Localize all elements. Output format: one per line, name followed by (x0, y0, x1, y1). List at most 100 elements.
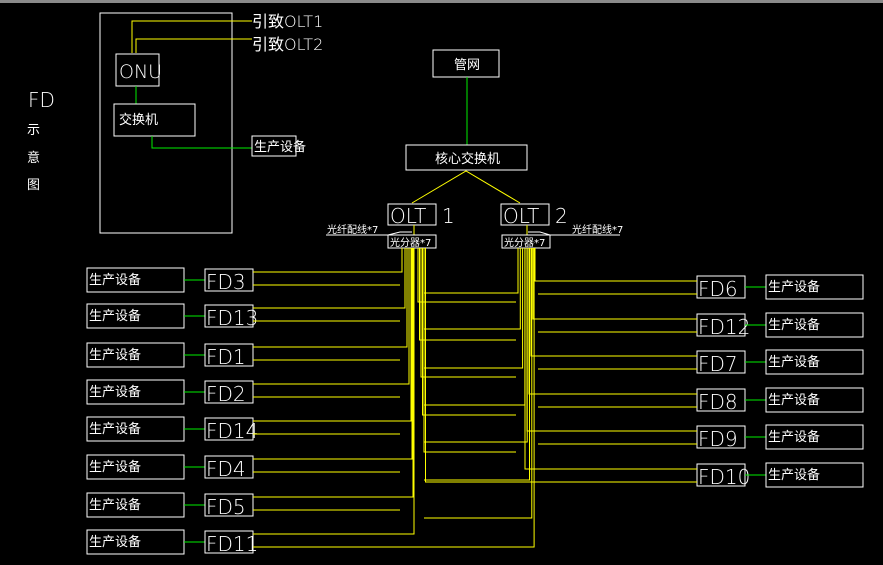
right-fd-label-3: FD8 (698, 390, 738, 414)
right-fiber-olt1-b-2 (420, 248, 516, 378)
right-device-box-5[interactable] (765, 462, 864, 488)
left-fiber-olt2-b-3 (424, 248, 526, 406)
left-fiber-olt2-b-2 (424, 248, 524, 369)
left-fiber-olt2-b-1 (424, 248, 521, 330)
left-device-label-7: 生产设备 (89, 534, 141, 550)
right-device-box-2[interactable] (765, 349, 864, 375)
fiber1-label: 光纤配线*7 (327, 223, 378, 236)
onu-box[interactable] (115, 53, 160, 87)
core-olt-links (411, 170, 521, 204)
switch-device-link (151, 136, 252, 149)
left-fiber-olt1-0 (253, 248, 403, 273)
left-fiber-olt1-7 (253, 248, 415, 535)
right-fiber-olt2-3 (528, 248, 697, 395)
olt2-box[interactable] (500, 203, 550, 226)
fiber2-label: 光纤配线*7 (572, 223, 623, 236)
right-fiber-olt2-0 (534, 248, 697, 282)
olt2-number: 2 (555, 204, 568, 228)
right-device-label-4: 生产设备 (768, 429, 820, 445)
right-fiber-olt2-5 (524, 248, 697, 470)
left-device-label-6: 生产设备 (89, 497, 141, 513)
left-fd-label-2: FD1 (206, 345, 246, 369)
right-device-box-4[interactable] (765, 424, 864, 450)
uplink2-label: 引致OLT2 (252, 35, 323, 54)
uplink1-label: 引致OLT1 (252, 12, 323, 31)
left-fd-label-1: FD13 (206, 306, 258, 330)
uplink1-line (131, 20, 252, 53)
left-fd-box-7[interactable] (204, 530, 254, 554)
right-fd-label-1: FD12 (698, 315, 750, 339)
right-device-label-1: 生产设备 (768, 317, 820, 333)
olt2-label: OLT (503, 204, 539, 228)
right-fd-label-2: FD7 (698, 352, 738, 376)
right-device-label-5: 生产设备 (768, 467, 820, 483)
right-device-label-0: 生产设备 (768, 279, 820, 295)
switch-box[interactable] (113, 103, 196, 137)
left-fd-box-3[interactable] (204, 380, 254, 404)
right-fiber-olt1-b-3 (422, 248, 516, 416)
left-device-label-0: 生产设备 (89, 272, 141, 288)
left-device-label-2: 生产设备 (89, 347, 141, 363)
left-fd-box-6[interactable] (204, 493, 254, 517)
left-fiber-olt1-6 (253, 248, 414, 498)
olt1-number: 1 (442, 204, 455, 228)
fd-enclosure-box (99, 12, 233, 234)
core-switch-box[interactable] (405, 144, 528, 171)
onu-label: ONU (119, 61, 162, 83)
olt1-label: OLT (390, 204, 426, 228)
right-device-label-2: 生产设备 (768, 354, 820, 370)
left-device-label-3: 生产设备 (89, 384, 141, 400)
right-fiber-olt1-b-0 (417, 248, 516, 303)
left-fd-label-7: FD11 (206, 532, 258, 556)
left-fiber-olt1-3 (253, 248, 410, 385)
fiber1-tick (387, 231, 412, 236)
right-fd-label-5: FD10 (698, 465, 750, 489)
right-device-box-3[interactable] (765, 387, 864, 413)
legend-char-2: 意 (27, 150, 40, 166)
left-fd-box-4[interactable] (204, 417, 254, 441)
right-fd-label-4: FD9 (698, 427, 738, 451)
right-device-box-0[interactable] (765, 274, 864, 300)
olt1-box[interactable] (387, 203, 437, 226)
left-fiber-olt1-2 (253, 248, 408, 348)
pipe-network-box[interactable] (432, 49, 500, 78)
uplink2-line (135, 38, 252, 53)
right-fiber-olt1-b-1 (419, 248, 516, 341)
left-fiber-olt2-b-7 (253, 248, 535, 548)
splitter2-box[interactable] (501, 234, 551, 249)
splitter1-label: 光分器*7 (390, 236, 431, 249)
right-fiber-olt2-4 (526, 248, 697, 432)
right-fiber-olt1-b-4 (423, 248, 516, 453)
legend-char-1: 示 (27, 123, 40, 138)
left-fd-box-2[interactable] (204, 343, 254, 367)
left-fiber-olt2-b-6 (424, 248, 533, 519)
left-fd-box-1[interactable] (204, 304, 254, 328)
legend-char-3: 图 (27, 178, 40, 193)
fiber2-tick (528, 231, 551, 236)
left-fiber-olt1-5 (253, 248, 413, 460)
splitter2-label: 光分器*7 (504, 236, 545, 249)
left-fd-box-5[interactable] (204, 455, 254, 479)
switch-label: 交换机 (119, 112, 158, 128)
right-device-label-3: 生产设备 (768, 392, 820, 408)
right-fiber-olt2-1 (532, 248, 697, 320)
left-device-label-4: 生产设备 (89, 421, 141, 437)
left-fd-box-0[interactable] (204, 268, 254, 292)
left-fd-label-6: FD5 (206, 495, 246, 519)
left-fiber-olt2-b-4 (424, 248, 528, 443)
onu-device-box[interactable] (251, 135, 297, 157)
legend-title: FD (28, 88, 55, 112)
left-device-label-5: 生产设备 (89, 459, 141, 475)
left-fd-label-4: FD14 (206, 419, 258, 443)
left-fiber-olt2-b-0 (424, 248, 519, 294)
right-fd-label-0: FD6 (698, 277, 738, 301)
left-fd-label-3: FD2 (206, 382, 246, 406)
left-fiber-olt1-4 (253, 248, 412, 422)
left-fiber-olt1-1 (253, 248, 406, 309)
core-switch-label: 核心交换机 (435, 151, 500, 167)
left-device-label-1: 生产设备 (89, 308, 141, 324)
right-fiber-olt1-b-5 (425, 248, 538, 483)
left-fd-label-5: FD4 (206, 457, 246, 481)
right-device-box-1[interactable] (765, 312, 864, 338)
